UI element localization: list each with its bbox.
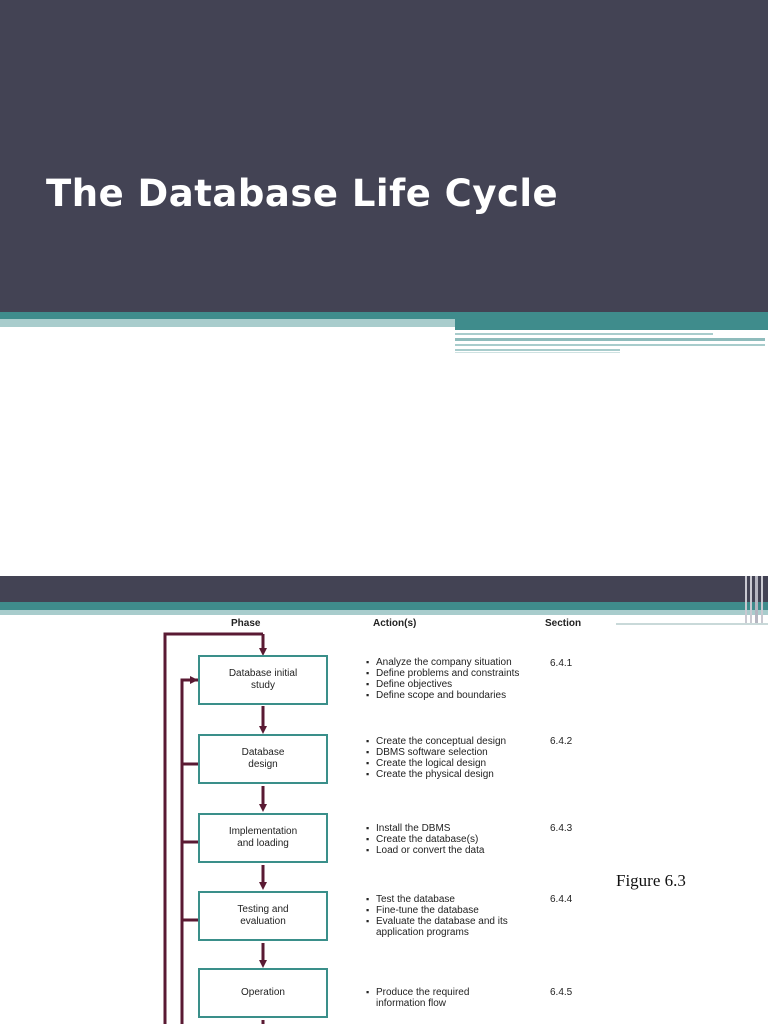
flow-arrows [163, 632, 267, 1024]
figure-caption: Figure 6.3 [616, 871, 686, 890]
action-item: Evaluate the database and its applicatio… [366, 916, 508, 938]
accent-line [455, 333, 713, 335]
accent-line [745, 576, 747, 624]
slide-title: The Database Life Cycle [46, 172, 559, 215]
title-header-band [0, 0, 768, 312]
action-item: Create the database(s) [366, 834, 484, 845]
actions-list-testing: Test the database Fine-tune the database… [366, 894, 508, 938]
actions-list-operation: Produce the required information flow [366, 987, 469, 1009]
accent-line [761, 576, 763, 624]
action-item: Test the database [366, 894, 508, 905]
accent-line [455, 338, 765, 341]
section-number: 6.4.3 [550, 823, 573, 834]
accent-line [455, 344, 765, 346]
accent-band [0, 312, 768, 319]
feedback-loop-inner [180, 678, 198, 1024]
section-number: 6.4.2 [550, 736, 573, 747]
accent-line [455, 319, 768, 330]
actions-list-implementation: Install the DBMS Create the database(s) … [366, 823, 484, 856]
action-item: Define problems and constraints [366, 668, 519, 679]
figure-slide: Phase Action(s) Section Database initial… [0, 576, 768, 1024]
column-header-phase: Phase [231, 618, 261, 629]
actions-list-database-design: Create the conceptual design DBMS softwa… [366, 736, 506, 780]
action-item: Load or convert the data [366, 845, 484, 856]
accent-line [750, 576, 752, 624]
section-number: 6.4.4 [550, 894, 573, 905]
action-item: Analyze the company situation [366, 657, 519, 668]
section-number: 6.4.1 [550, 658, 573, 669]
phase-box-testing: Testing and evaluation [198, 891, 328, 941]
action-item: Define scope and boundaries [366, 690, 519, 701]
phase-box-database-design: Database design [198, 734, 328, 784]
action-item: Produce the required information flow [366, 987, 469, 1009]
accent-band [0, 602, 768, 610]
column-header-section: Section [545, 618, 582, 629]
accent-band-light [0, 319, 455, 327]
action-item: Create the logical design [366, 758, 506, 769]
action-item: Fine-tune the database [366, 905, 508, 916]
column-header-actions: Action(s) [373, 618, 417, 629]
accent-line [455, 352, 620, 353]
title-slide: The Database Life Cycle [0, 0, 768, 353]
phase-box-implementation: Implementation and loading [198, 813, 328, 863]
action-item: Create the conceptual design [366, 736, 506, 747]
section-number: 6.4.5 [550, 987, 573, 998]
phase-box-initial-study: Database initial study [198, 655, 328, 705]
accent-line [616, 623, 768, 625]
accent-band-light [0, 610, 768, 615]
phase-box-operation: Operation [198, 968, 328, 1018]
accent-line [455, 349, 620, 351]
action-item: Create the physical design [366, 769, 506, 780]
feedback-loop-outer [163, 632, 263, 1024]
action-item: DBMS software selection [366, 747, 506, 758]
action-item: Define objectives [366, 679, 519, 690]
actions-list-initial-study: Analyze the company situation Define pro… [366, 657, 519, 701]
action-item: Install the DBMS [366, 823, 484, 834]
accent-line [755, 576, 758, 624]
figure-header-band [0, 576, 768, 602]
